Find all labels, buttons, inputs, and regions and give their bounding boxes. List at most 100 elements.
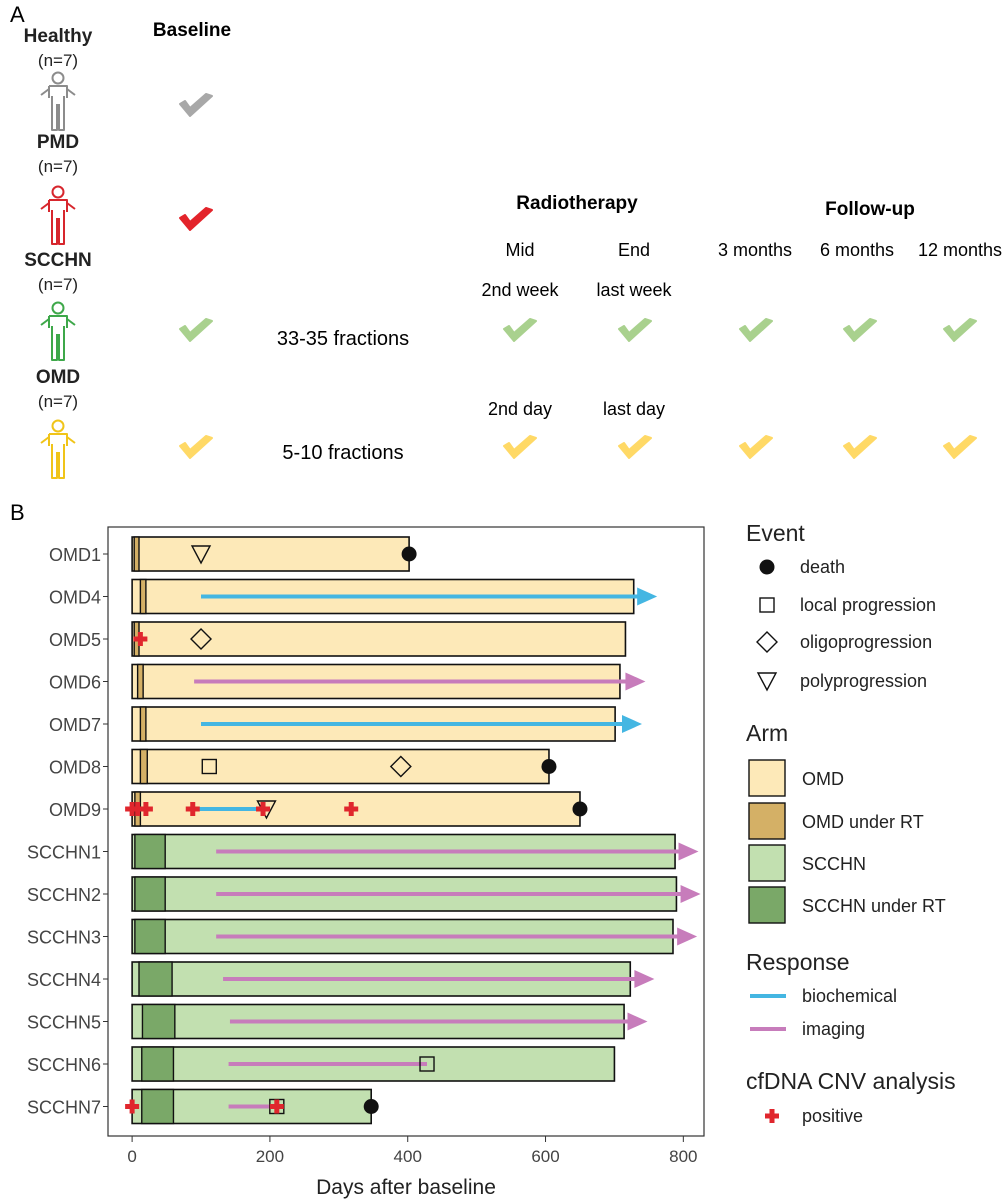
rt-segment-omd7: [139, 706, 147, 742]
row-omd5: OMD5: [49, 621, 627, 657]
event-oligoprogression-omd8-1: [389, 755, 412, 778]
legend-oligoprogression-icon: [756, 631, 778, 653]
legend-arm-scchn-rt: SCCHN under RT: [802, 896, 946, 916]
legend-response-title: Response: [746, 949, 850, 975]
row-label-omd4: OMD4: [49, 588, 101, 608]
group-n-pmd: (n=7): [38, 157, 78, 176]
person-scchn-icon-head: [51, 301, 65, 315]
row-omd9: OMD9: [49, 791, 588, 827]
cnv-positive-scchn7-0: [125, 1099, 140, 1114]
cnv-positive-omd5-0: [133, 632, 148, 646]
legend-cnv-positive: positive: [802, 1106, 863, 1126]
legend-event-title: Event: [746, 520, 805, 546]
col-6-months: 6 months: [820, 240, 894, 260]
rt-segment-omd1: [133, 536, 140, 572]
row-scchn3: SCCHN3: [27, 918, 698, 955]
response-arrow-omd7: [621, 715, 642, 733]
legend-polyprogression-icon: [756, 672, 778, 692]
legend-swatch-scchn: [748, 844, 786, 882]
legend-response-imaging: imaging: [802, 1019, 865, 1039]
col-12-months: 12 months: [918, 240, 1002, 260]
check-scchn-end-icon: [618, 318, 652, 342]
row-scchn1: SCCHN1: [27, 833, 699, 870]
event-death-scchn7-1: [363, 1099, 379, 1114]
col-3-months: 3 months: [718, 240, 792, 260]
event-death-omd9-1: [572, 801, 588, 817]
legend-event-death: death: [800, 557, 845, 577]
group-name-pmd: PMD: [37, 132, 79, 153]
check-omd-m6-icon: [843, 435, 877, 459]
rt-segment-scchn1: [134, 833, 166, 870]
row-omd7: OMD7: [49, 706, 642, 742]
row-label-scchn1: SCCHN1: [27, 843, 101, 863]
person-pmd-icon-body: [40, 199, 76, 245]
row-label-omd1: OMD1: [49, 545, 101, 565]
rt-segment-scchn7: [141, 1088, 175, 1125]
baseline-title: Baseline: [153, 20, 231, 41]
legend-cnv-title: cfDNA CNV analysis: [746, 1068, 956, 1094]
row-label-omd5: OMD5: [49, 630, 101, 650]
response-arrow-scchn3: [677, 927, 698, 946]
response-arrow-scchn1: [678, 842, 699, 861]
event-death-omd1-1: [401, 546, 417, 562]
check-omd-end-icon: [618, 435, 652, 459]
row-label-scchn3: SCCHN3: [27, 928, 101, 948]
row-scchn7: SCCHN7: [27, 1088, 379, 1125]
event-local-progression-scchn6-0: [419, 1056, 435, 1072]
check-scchn-m3-icon: [739, 318, 773, 342]
x-tick-label-200: 200: [256, 1147, 284, 1166]
check-scchn-m12-icon: [943, 318, 977, 342]
x-axis-label: Days after baseline: [316, 1176, 496, 1199]
plot-frame: [107, 526, 705, 1137]
response-arrow-omd4: [637, 587, 658, 606]
row-label-omd9: OMD9: [49, 800, 101, 820]
rt-segment-scchn4: [138, 961, 173, 997]
row-label-omd8: OMD8: [49, 758, 101, 778]
response-arrow-omd6: [625, 672, 646, 691]
rt-segment-scchn6: [141, 1046, 175, 1082]
cnv-positive-omd9-5: [344, 802, 359, 816]
cnv-positive-omd9-2: [138, 802, 153, 816]
legend-local-progression-icon: [759, 597, 775, 613]
person-healthy-icon-body: [40, 85, 76, 131]
row-omd8: OMD8: [49, 748, 557, 785]
legend-event-polyprogression: polyprogression: [800, 671, 927, 691]
rt-segment-omd8: [139, 748, 148, 785]
row-label-omd7: OMD7: [49, 715, 101, 735]
x-tick-label-400: 400: [394, 1147, 422, 1166]
group-name-scchn: SCCHN: [24, 250, 92, 271]
row-scchn5: SCCHN5: [27, 1003, 648, 1040]
person-omd-icon-body: [40, 433, 76, 479]
row-scchn6: SCCHN6: [27, 1046, 616, 1082]
response-arrow-scchn5: [627, 1012, 648, 1031]
rt-segment-scchn5: [141, 1003, 176, 1040]
legend-arm-omd: OMD: [802, 769, 844, 789]
person-healthy-icon-head: [51, 71, 65, 85]
cnv-positive-omd9-4: [256, 802, 271, 816]
rt-segment-scchn2: [134, 876, 166, 912]
person-pmd-icon-head: [51, 185, 65, 199]
group-n-healthy: (n=7): [38, 51, 78, 70]
cnv-positive-omd9-1: [130, 802, 145, 816]
legend-swatch-omd-rt: [748, 802, 786, 840]
event-local-progression-omd8-0: [201, 758, 217, 775]
x-tick-label-800: 800: [669, 1147, 697, 1166]
panel-b: B OMD1OMD4OMD5OMD6OMD7OMD8OMD9SCCHN1SCCH…: [10, 500, 956, 1199]
legend-event-oligoprogression: oligoprogression: [800, 632, 932, 652]
omd-fractions: 5-10 fractions: [282, 442, 403, 464]
cnv-positive-omd9-3: [185, 802, 200, 816]
col-mid: Mid: [505, 240, 534, 260]
person-scchn-icon: [40, 301, 76, 361]
person-omd-icon-head: [51, 419, 65, 433]
person-scchn-icon-body: [40, 315, 76, 361]
check-healthy-baseline-icon: [179, 93, 213, 117]
event-death-omd8-2: [541, 759, 557, 774]
row-scchn2: SCCHN2: [27, 876, 701, 912]
bar-omd1: [131, 536, 410, 572]
bar-omd8: [131, 748, 550, 785]
group-healthy: Healthy(n=7): [24, 26, 213, 131]
rt-segment-omd4: [139, 578, 147, 615]
panel-a: A Baseline Radiotherapy Follow-up Mid En…: [10, 2, 1002, 479]
